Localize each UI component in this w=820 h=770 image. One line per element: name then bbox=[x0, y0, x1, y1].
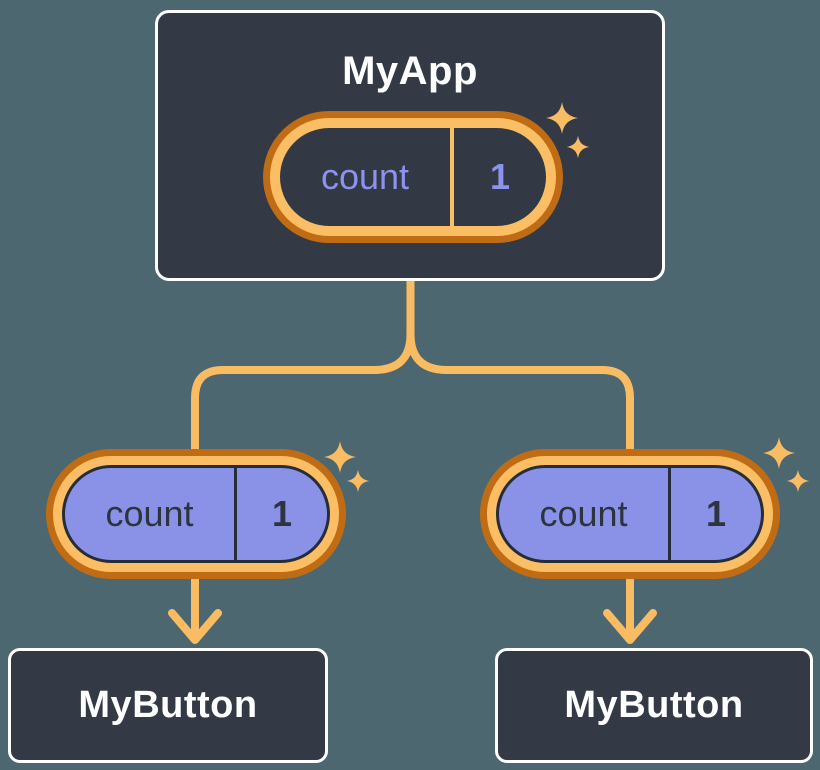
prop-pill-body: count 1 bbox=[496, 465, 764, 563]
state-value: 1 bbox=[489, 156, 511, 197]
arrowhead-right-icon bbox=[603, 609, 657, 644]
node-mybutton-right: MyButton bbox=[495, 648, 813, 763]
prop-pill-ring: count 1 bbox=[53, 456, 339, 572]
connector-right-branch bbox=[406, 276, 634, 640]
state-pill-myapp: count 1 bbox=[263, 111, 563, 243]
prop-pill-divider bbox=[234, 468, 237, 560]
node-mybutton-title: MyButton bbox=[78, 684, 258, 726]
node-mybutton-left: MyButton bbox=[8, 648, 328, 763]
state-pill-body: count 1 bbox=[280, 128, 546, 226]
prop-pill-right: count 1 bbox=[480, 449, 780, 579]
state-pill-divider bbox=[450, 128, 454, 226]
prop-pill-left: count 1 bbox=[46, 449, 346, 579]
prop-pill-divider bbox=[668, 468, 671, 560]
node-mybutton-title: MyButton bbox=[564, 684, 744, 726]
prop-value: 1 bbox=[271, 493, 293, 534]
arrowhead-left-icon bbox=[168, 609, 222, 644]
prop-label: count bbox=[539, 493, 628, 534]
prop-pill-ring: count 1 bbox=[487, 456, 773, 572]
state-label: count bbox=[320, 156, 410, 197]
node-myapp-title: MyApp bbox=[342, 49, 478, 93]
state-pill-ring: count 1 bbox=[270, 118, 556, 236]
node-myapp: MyApp count 1 bbox=[155, 10, 665, 281]
prop-pill-body: count 1 bbox=[62, 465, 330, 563]
prop-label: count bbox=[105, 493, 194, 534]
prop-value: 1 bbox=[705, 493, 727, 534]
